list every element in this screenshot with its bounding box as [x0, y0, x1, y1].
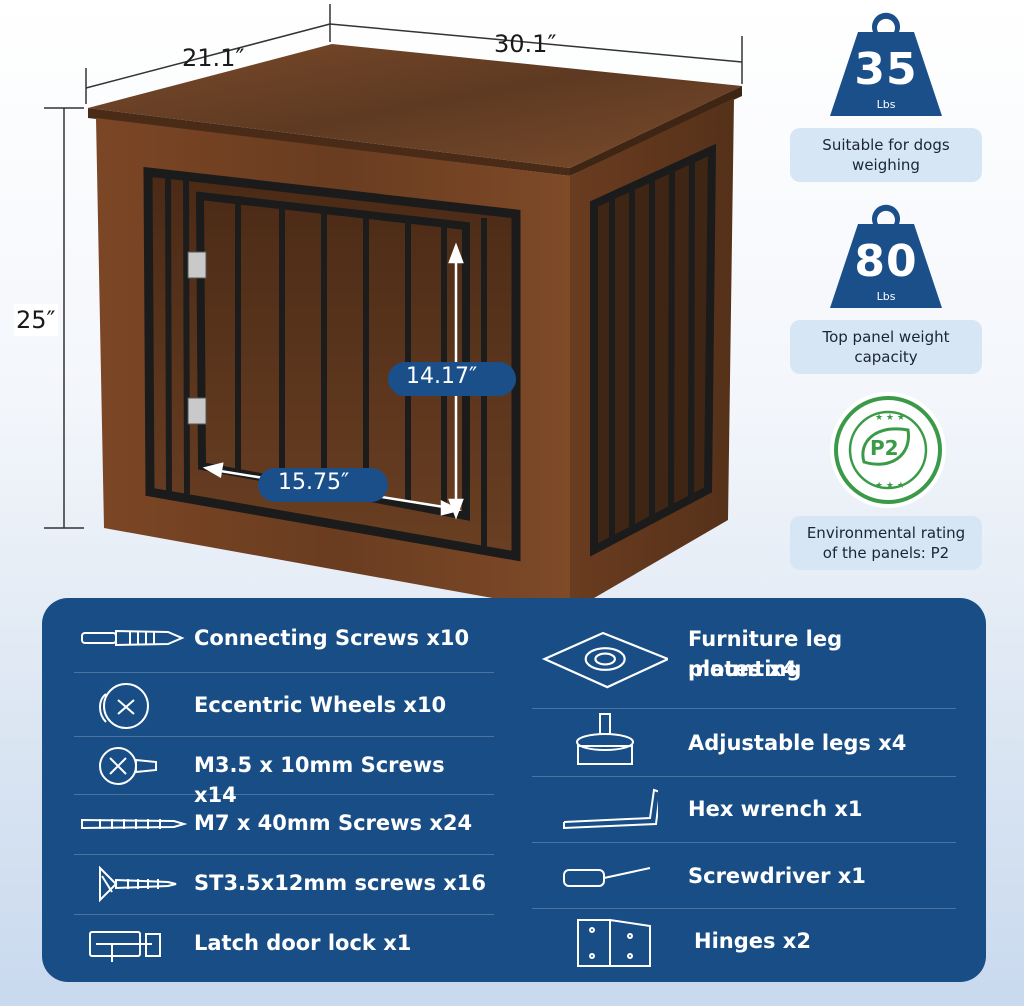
- svg-text:★ ★ ★: ★ ★ ★: [875, 481, 905, 491]
- depth-dimension: 21.1″: [182, 44, 245, 72]
- long-screw-icon: [81, 818, 188, 830]
- height-dimension: 25″: [14, 304, 58, 336]
- kettlebell-weight-icon: [830, 204, 942, 308]
- top-capacity-badge: 80 Lbs: [828, 198, 944, 310]
- crate-illustration: [0, 0, 780, 620]
- wood-screw-icon: [99, 865, 177, 903]
- crate-drawing: [44, 4, 743, 612]
- part-item-m35-screws: M3.5 x 10mm Screws x14: [72, 736, 492, 807]
- part-item-latch-lock: Latch door lock x1: [72, 914, 492, 974]
- parts-list-panel: Connecting Screws x10 Eccentric Wheels x…: [42, 598, 986, 982]
- part-item-hinges: Hinges x2: [538, 912, 958, 972]
- part-label-line2: plates x4: [688, 657, 797, 681]
- dog-weight-badge: 35 Lbs: [828, 6, 944, 118]
- part-label: Hinges x2: [694, 929, 811, 953]
- mounting-plate-icon: [541, 631, 668, 689]
- screwdriver-icon: [563, 867, 651, 887]
- adjustable-leg-icon: [576, 713, 634, 765]
- dog-weight-unit: Lbs: [876, 98, 896, 111]
- part-label: ST3.5x12mm screws x16: [194, 871, 487, 895]
- part-item-eccentric-wheels: Eccentric Wheels x10: [72, 674, 492, 734]
- part-item-screwdriver: Screwdriver x1: [538, 846, 958, 906]
- part-item-m7-screws: M7 x 40mm Screws x24: [72, 794, 492, 854]
- eco-rating-caption: Environmental rating of the panels: P2: [790, 516, 982, 570]
- eco-badge-text: P2: [870, 436, 899, 460]
- part-label: Latch door lock x1: [194, 931, 412, 955]
- part-label: M3.5 x 10mm Screws x14: [194, 753, 445, 807]
- top-capacity-value: 80: [854, 236, 918, 287]
- part-item-adjustable-legs: Adjustable legs x4: [538, 712, 958, 772]
- part-label: Furniture leg mounting: [688, 627, 843, 681]
- part-item-mounting-plates: Furniture leg mounting plates x4: [538, 624, 958, 700]
- top-capacity-caption: Top panel weight capacity: [790, 320, 982, 374]
- latch-lock-icon: [89, 931, 161, 962]
- part-label: Connecting Screws x10: [194, 626, 470, 650]
- hex-wrench-icon: [563, 788, 658, 830]
- part-label: M7 x 40mm Screws x24: [194, 811, 473, 835]
- eccentric-wheel-icon: [99, 683, 149, 729]
- eco-rating-badge: ★ ★ ★ ★ ★ ★ P2: [828, 390, 948, 510]
- eco-leaf-stars-icon: ★ ★ ★ ★ ★ ★: [830, 392, 946, 508]
- part-item-connecting-screws: Connecting Screws x10: [72, 610, 492, 670]
- dog-weight-caption: Suitable for dogs weighing: [790, 128, 982, 182]
- door-height-pill: [388, 362, 516, 396]
- connecting-screw-icon: [81, 629, 185, 647]
- part-item-hex-wrench: Hex wrench x1: [538, 780, 958, 840]
- part-label: Eccentric Wheels x10: [194, 693, 447, 717]
- part-label: Screwdriver x1: [688, 864, 866, 888]
- part-label: Hex wrench x1: [688, 797, 863, 821]
- door-width-dimension: 15.75″: [278, 470, 350, 495]
- part-item-st35-screws: ST3.5x12mm screws x16: [72, 854, 492, 914]
- svg-text:★ ★ ★: ★ ★ ★: [875, 413, 905, 423]
- crate-top: [88, 44, 742, 168]
- width-dimension: 30.1″: [494, 30, 557, 58]
- hinge-icon: [577, 918, 651, 967]
- top-capacity-unit: Lbs: [876, 290, 896, 303]
- short-screw-icon: [99, 747, 157, 785]
- door-width-pill: [258, 468, 388, 502]
- dog-weight-value: 35: [854, 44, 918, 95]
- door-height-dimension: 14.17″: [406, 364, 478, 389]
- part-label: Adjustable legs x4: [688, 731, 907, 755]
- kettlebell-weight-icon: [830, 12, 942, 116]
